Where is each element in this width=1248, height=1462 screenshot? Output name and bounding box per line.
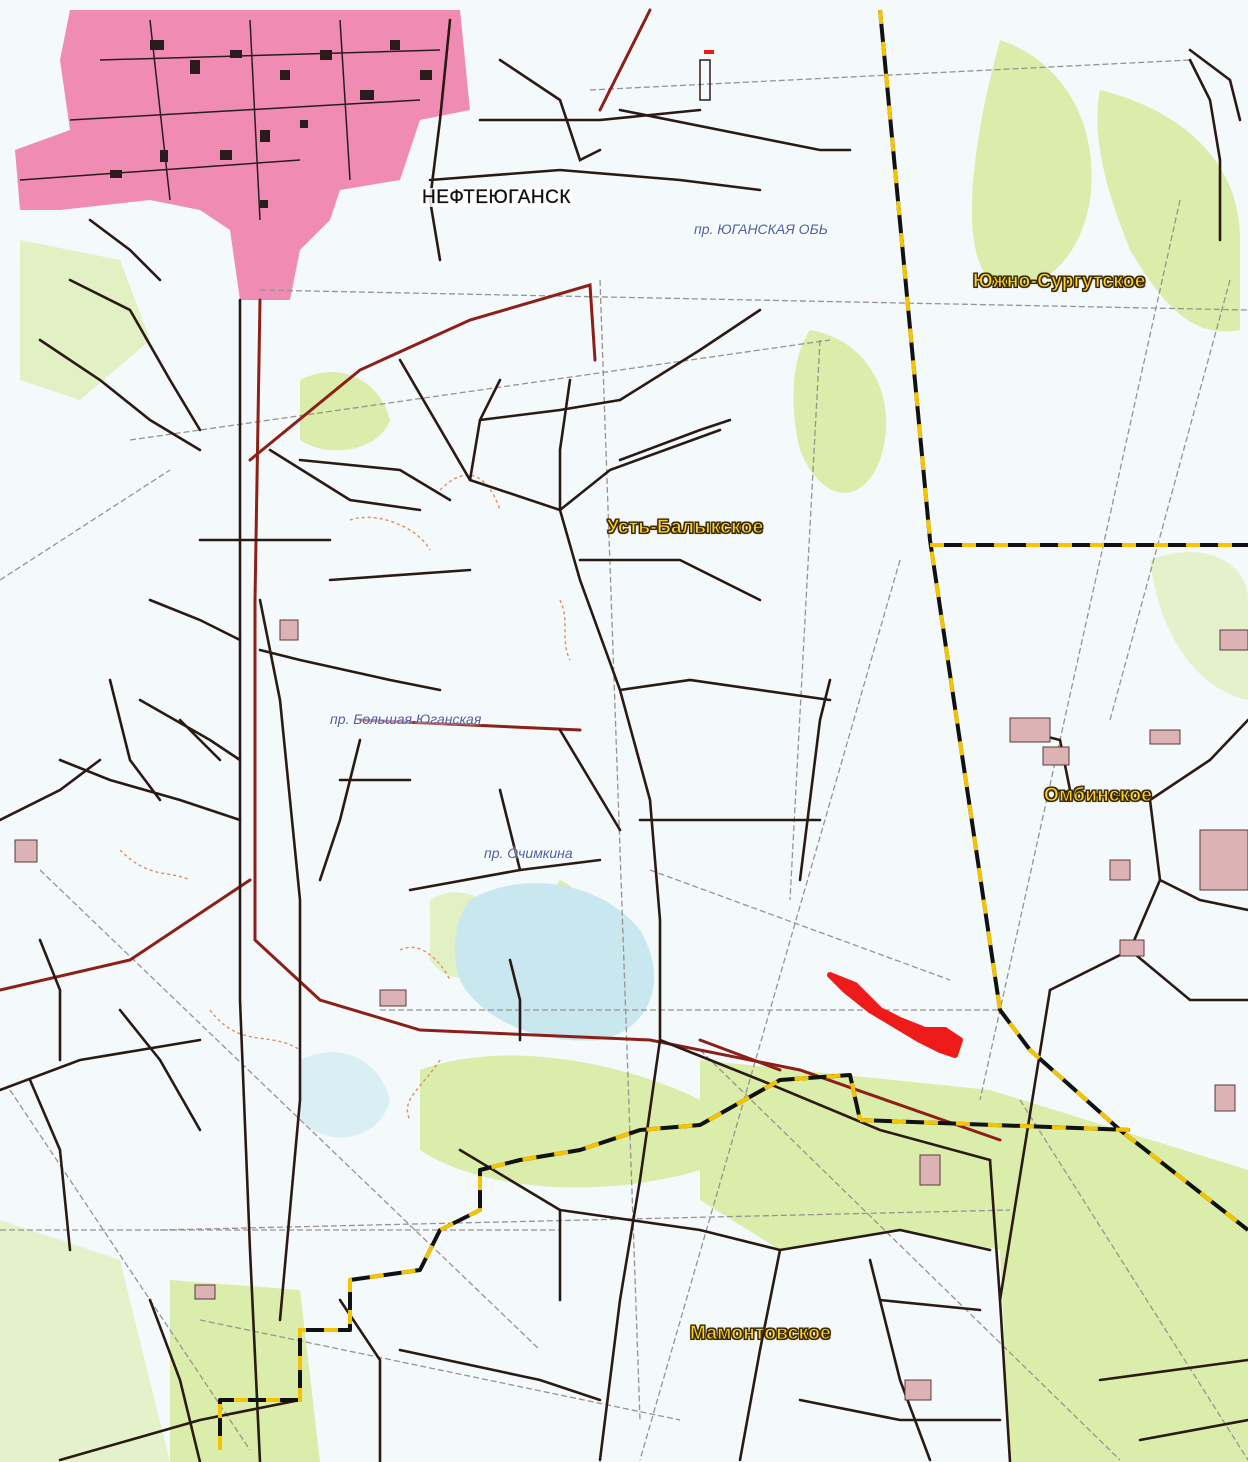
- site-marker: [699, 59, 711, 101]
- urban-area: [15, 10, 470, 300]
- label-bolshaya-yuganskaya: пр. Большая Юганская: [330, 711, 482, 727]
- label-omba-field: Омбинское: [1044, 785, 1153, 806]
- red-marker: [704, 50, 714, 54]
- label-yugansk-ob: пр. ЮГАНСКАЯ ОБЬ: [694, 221, 828, 237]
- pipelines-major: [0, 8, 1002, 1142]
- label-mamontovo-field: Мамонтовское: [690, 1323, 831, 1344]
- road-network: [0, 18, 1248, 1462]
- label-ochimkina: пр. Очимкина: [484, 845, 573, 861]
- label-ust-balyk-field: Усть-Балыкское: [607, 517, 764, 538]
- label-south-surgut-field: Южно-Сургутское: [973, 271, 1146, 292]
- highlighted-area: [827, 972, 963, 1058]
- floodplain-layer: [300, 883, 655, 1138]
- label-nefteyugansk: НЕФТЕЮГАНСК: [420, 187, 573, 208]
- survey-lines: [0, 59, 1248, 1461]
- facility-pads: [14, 619, 1248, 1401]
- contour-lines: [119, 474, 571, 1121]
- field-boundaries: [218, 9, 1248, 1450]
